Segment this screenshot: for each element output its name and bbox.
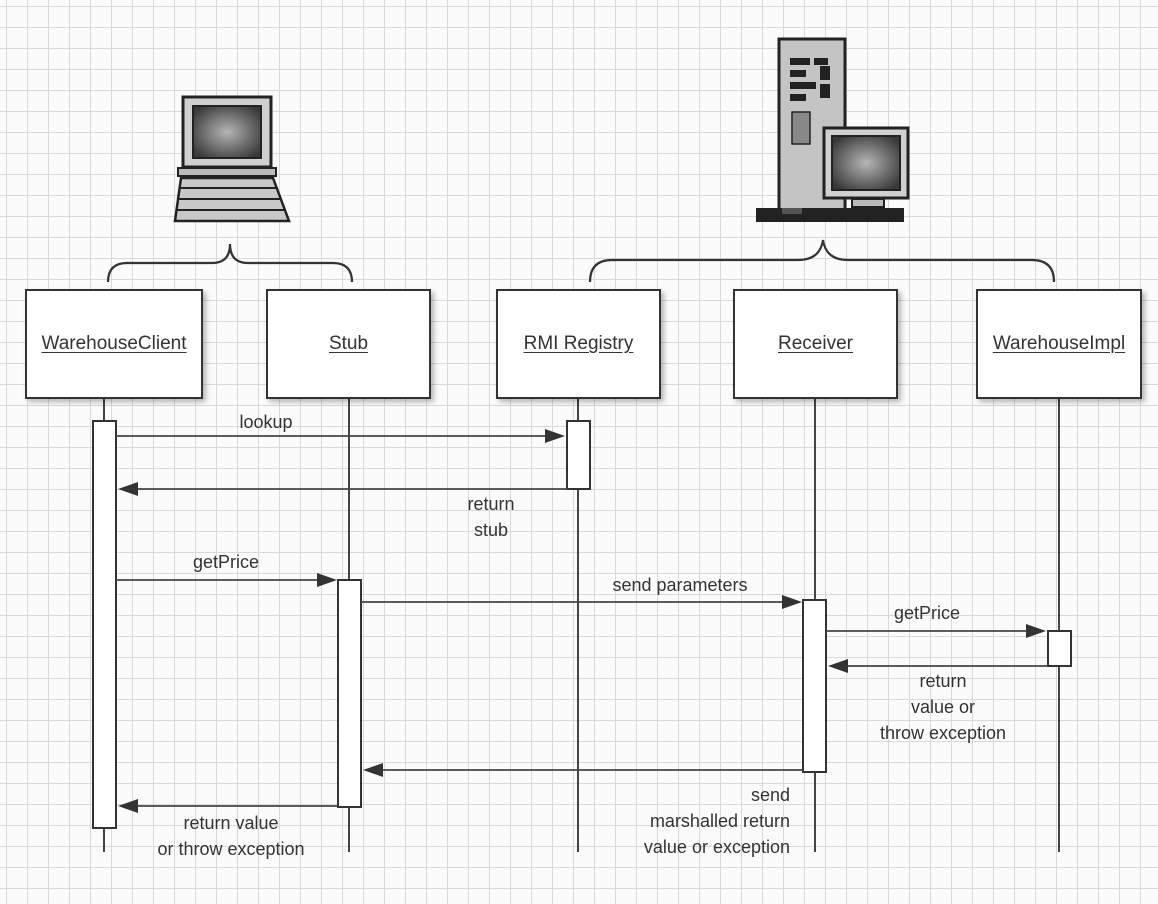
message-label-text: getPrice bbox=[893, 603, 961, 623]
participant-label: RMI Registry bbox=[523, 333, 634, 354]
participant-rmi-registry: RMI Registry bbox=[496, 289, 661, 399]
message-label-line: or throw exception bbox=[157, 839, 305, 859]
message-label-getprice-impl: getPrice bbox=[872, 600, 982, 626]
participant-warehouse-client: WarehouseClient bbox=[25, 289, 203, 399]
message-label-text: lookup bbox=[239, 412, 293, 432]
message-label-return-value-client: return value or throw exception bbox=[136, 810, 326, 862]
message-label-line: marshalled return bbox=[649, 811, 790, 831]
message-label-text: send parameters bbox=[612, 575, 748, 595]
message-label-line: value or exception bbox=[643, 837, 790, 857]
activation-stub bbox=[337, 579, 362, 808]
activation-warehouse-impl bbox=[1047, 630, 1072, 667]
message-label-line: send bbox=[750, 785, 790, 805]
participant-label: Receiver bbox=[778, 333, 853, 354]
activation-rmi-registry bbox=[566, 420, 591, 490]
message-arrows bbox=[116, 429, 1048, 813]
message-label-line: stub bbox=[473, 520, 509, 540]
participant-warehouse-impl: WarehouseImpl bbox=[976, 289, 1142, 399]
message-label-send-parameters: send parameters bbox=[590, 572, 770, 598]
message-label-line: return bbox=[467, 494, 515, 514]
client-group-brace bbox=[106, 243, 354, 283]
laptop-computer-icon bbox=[173, 95, 291, 223]
message-label-return-value-impl: return value or throw exception bbox=[858, 668, 1028, 746]
activation-bars bbox=[92, 420, 1072, 829]
message-label-lookup: lookup bbox=[216, 409, 316, 435]
activation-warehouse-client bbox=[92, 420, 117, 829]
server-group-brace bbox=[588, 239, 1056, 283]
participant-label: Stub bbox=[328, 333, 369, 354]
participant-stub: Stub bbox=[266, 289, 431, 399]
participant-receiver: Receiver bbox=[733, 289, 898, 399]
activation-receiver bbox=[802, 599, 827, 773]
message-label-line: return bbox=[919, 671, 967, 691]
message-label-line: throw exception bbox=[879, 723, 1007, 743]
message-label-line: return value bbox=[183, 813, 279, 833]
participant-label: WarehouseImpl bbox=[992, 333, 1126, 354]
server-tower-icon bbox=[756, 37, 910, 222]
message-label-line: value or bbox=[910, 697, 976, 717]
message-label-return-stub: return stub bbox=[446, 491, 536, 543]
message-label-getprice-stub: getPrice bbox=[176, 549, 276, 575]
message-label-text: getPrice bbox=[192, 552, 260, 572]
participant-label: WarehouseClient bbox=[41, 333, 187, 354]
message-label-send-marshalled: send marshalled return value or exceptio… bbox=[560, 782, 790, 860]
